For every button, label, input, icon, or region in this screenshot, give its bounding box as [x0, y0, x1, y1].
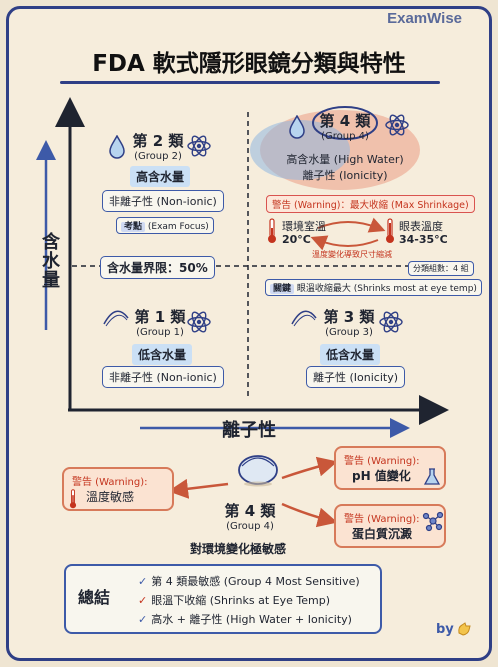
page-frame	[6, 6, 492, 661]
title-underline	[60, 81, 440, 84]
arrow-to-protein	[281, 502, 338, 528]
summary-item: ✓眼溫下收縮 (Shrinks at Eye Temp)	[138, 594, 330, 607]
exam-focus-label: 考點	[121, 222, 146, 232]
contact-lens-icon	[236, 448, 280, 488]
page-title: FDA 軟式隱形眼鏡分類與特性	[92, 51, 406, 77]
exam-focus-text: (Exam Focus)	[147, 222, 209, 232]
ph-warning-card: 警告 (Warning): pH 值變化	[334, 446, 446, 490]
water-drop-icon	[288, 115, 306, 139]
protein-molecule-icon	[422, 510, 444, 536]
group4-water: 高含水量 (High Water)	[286, 153, 404, 166]
eye-temp-label: 眼表溫度	[399, 220, 443, 233]
contact-lens-icon	[290, 306, 318, 330]
ph-warning-label: 警告 (Warning):	[344, 456, 420, 467]
exam-focus-tag: 考點 (Exam Focus)	[116, 217, 214, 234]
atom-icon	[186, 133, 212, 159]
check-icon: ✓	[138, 575, 148, 588]
water-threshold-label: 含水量界限：50%	[100, 256, 215, 279]
group1-title: 第 1 類	[134, 308, 186, 326]
group3-subtitle: (Group 3)	[325, 327, 373, 338]
water-drop-icon	[108, 135, 126, 159]
check-icon: ✓	[138, 594, 148, 607]
temperature-warning-label: 警告 (Warning):	[72, 477, 148, 488]
x-axis-label: 離子性	[222, 420, 276, 441]
atom-icon	[384, 112, 410, 138]
eye-temp-value: 34-35°C	[399, 233, 448, 246]
atom-icon	[186, 309, 212, 335]
key-point-text: 眼溫收縮最大 (Shrinks most at eye temp)	[296, 284, 477, 294]
ph-warning-text: pH 值變化	[352, 469, 411, 483]
protein-warning-text: 蛋白質沉澱	[352, 527, 413, 541]
temperature-warning-card: 警告 (Warning): 溫度敏感	[62, 467, 174, 511]
temp-change-note: 溫度變化導致尺寸縮減	[312, 250, 392, 259]
contact-lens-icon	[102, 306, 130, 330]
summary-box: 總結 ✓第 4 類最敏感 (Group 4 Most Sensitive) ✓眼…	[64, 564, 382, 634]
room-temp-label: 環境室溫	[282, 220, 326, 233]
brand-name: ExamWise	[387, 10, 462, 27]
thermometer-icon	[68, 489, 78, 509]
sensitivity-caption: 對環境變化極敏感	[190, 542, 287, 556]
key-point-tag: 關鍵 眼溫收縮最大 (Shrinks most at eye temp)	[265, 279, 482, 296]
temp-arrow-top	[317, 217, 386, 233]
group4-warning: 警告 (Warning)：最大收縮 (Max Shrinkage)	[266, 195, 475, 213]
group3-ionicity: 離子性 (Ionicity)	[306, 366, 406, 388]
protein-warning-card: 警告 (Warning): 蛋白質沉澱	[334, 504, 446, 548]
group2-water: 高含水量	[130, 166, 191, 187]
group1-subtitle: (Group 1)	[136, 327, 184, 338]
group4-title-oval	[312, 106, 378, 140]
sensitivity-group-subtitle: (Group 4)	[226, 521, 274, 532]
footer-credit: by	[436, 622, 454, 637]
group4-subtitle: (Group 4)	[321, 131, 369, 142]
temperature-warning-text: 溫度敏感	[86, 490, 135, 504]
group2-subtitle: (Group 2)	[134, 151, 182, 162]
thermometer-icon	[266, 218, 278, 244]
flask-icon	[423, 468, 441, 490]
group3-title: 第 3 類	[323, 308, 375, 326]
temp-arrow-bottom	[310, 235, 379, 251]
summary-item: ✓第 4 類最敏感 (Group 4 Most Sensitive)	[138, 575, 360, 588]
check-icon: ✓	[138, 613, 148, 626]
room-temp-value: 20°C	[282, 233, 311, 246]
group2-ionicity: 非離子性 (Non-ionic)	[102, 190, 224, 212]
summary-label: 總結	[78, 588, 111, 607]
key-point-label: 關鍵	[270, 284, 295, 294]
y-axis-label: 含水量	[39, 232, 60, 289]
summary-item: ✓高水 + 離子性 (High Water + Ionicity)	[138, 613, 352, 626]
group3-water: 低含水量	[320, 344, 381, 365]
arrow-to-ph	[281, 456, 338, 480]
group4-ionicity: 離子性 (Ionicity)	[302, 169, 388, 182]
thermometer-icon	[384, 218, 396, 244]
group1-ionicity: 非離子性 (Non-ionic)	[102, 366, 224, 388]
atom-icon	[378, 309, 404, 335]
group4-title: 第 4 類	[319, 112, 371, 130]
group1-water: 低含水量	[132, 344, 193, 365]
group-count-tag: 分類組數：4 組	[408, 261, 474, 276]
group2-title: 第 2 類	[132, 132, 184, 150]
hand-logo-icon	[456, 621, 472, 641]
protein-warning-label: 警告 (Warning):	[344, 514, 420, 525]
arrow-to-temperature	[168, 478, 229, 499]
sensitivity-group-title: 第 4 類	[224, 502, 276, 520]
